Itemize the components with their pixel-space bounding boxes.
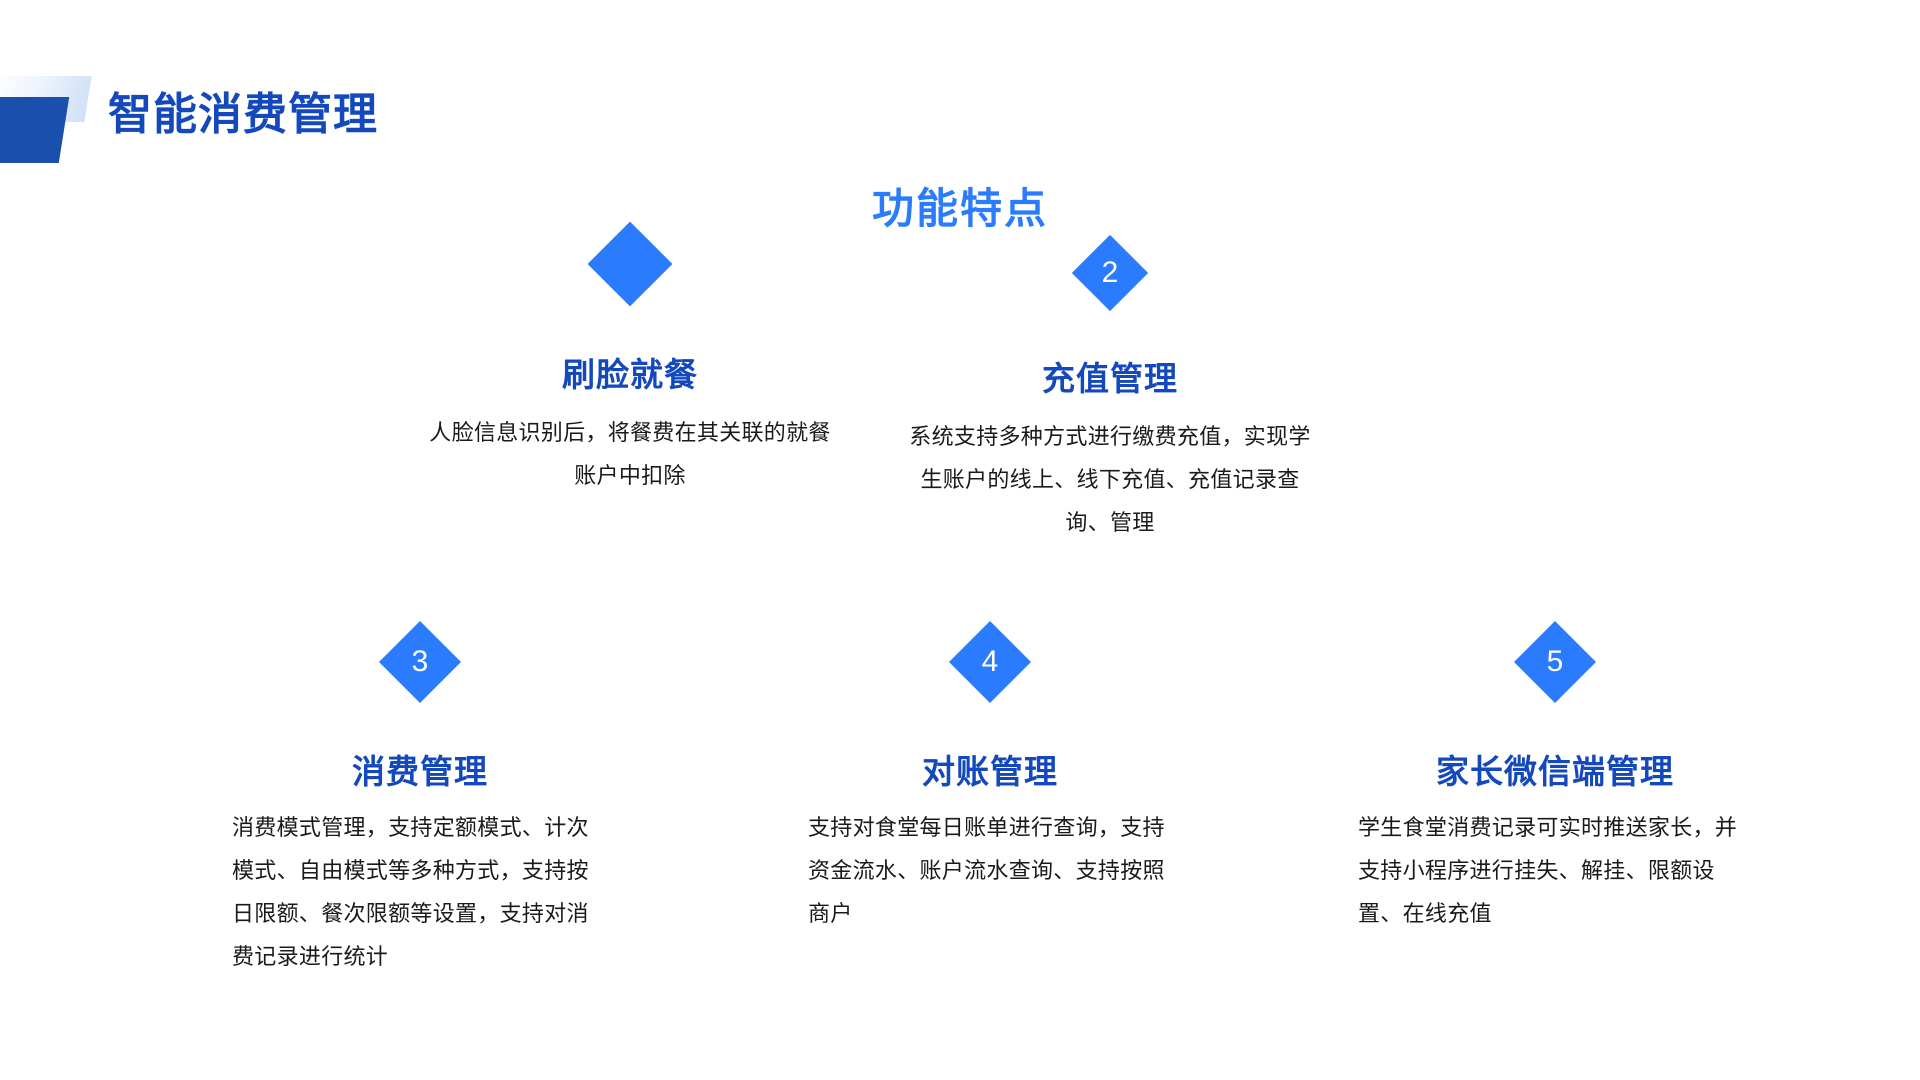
diamond-number-1 (600, 234, 660, 294)
feature-card-4: 4 对账管理 支持对食堂每日账单进行查询，支持资金流水、账户流水查询、支持按照商… (780, 620, 1200, 936)
feature-title-1: 刷脸就餐 (562, 356, 698, 393)
feature-description-4: 支持对食堂每日账单进行查询，支持资金流水、账户流水查询、支持按照商户 (808, 815, 1165, 926)
feature-card-5: 5 家长微信端管理 学生食堂消费记录可实时推送家长，并支持小程序进行挂失、解挂、… (1340, 620, 1770, 936)
diamond-badge-1 (587, 221, 673, 307)
feature-card-3: 3 消费管理 消费模式管理，支持定额模式、计次模式、自由模式等多种方式，支持按日… (210, 620, 630, 979)
feature-description-3: 消费模式管理，支持定额模式、计次模式、自由模式等多种方式，支持按日限额、餐次限额… (232, 815, 589, 969)
diamond-badge-5: 5 (1513, 620, 1597, 704)
feature-description-1: 人脸信息识别后，将餐费在其关联的就餐账户中扣除 (429, 420, 831, 488)
decoration-dark-shape (0, 97, 70, 163)
feature-card-2: 2 充值管理 系统支持多种方式进行缴费充值，实现学生账户的线上、线下充值、充值记… (900, 234, 1320, 545)
diamond-number-5: 5 (1546, 645, 1564, 678)
section-heading: 功能特点 (871, 185, 1048, 232)
page-title: 智能消费管理 (108, 90, 378, 139)
feature-title-4: 对账管理 (922, 753, 1058, 790)
diamond-number-3: 3 (411, 645, 429, 678)
diamond-badge-3: 3 (378, 620, 462, 704)
diamond-number-2: 2 (1101, 256, 1119, 289)
feature-card-1: 刷脸就餐 人脸信息识别后，将餐费在其关联的就餐账户中扣除 (420, 221, 840, 498)
feature-title-2: 充值管理 (1042, 360, 1178, 397)
feature-description-5: 学生食堂消费记录可实时推送家长，并支持小程序进行挂失、解挂、限额设置、在线充值 (1358, 815, 1738, 926)
feature-title-3: 消费管理 (352, 753, 488, 790)
diamond-number-4: 4 (981, 645, 999, 678)
feature-description-2: 系统支持多种方式进行缴费充值，实现学生账户的线上、线下充值、充值记录查询、管理 (909, 424, 1311, 535)
feature-title-5: 家长微信端管理 (1436, 753, 1674, 790)
diamond-badge-4: 4 (948, 620, 1032, 704)
diamond-badge-2: 2 (1071, 234, 1149, 312)
